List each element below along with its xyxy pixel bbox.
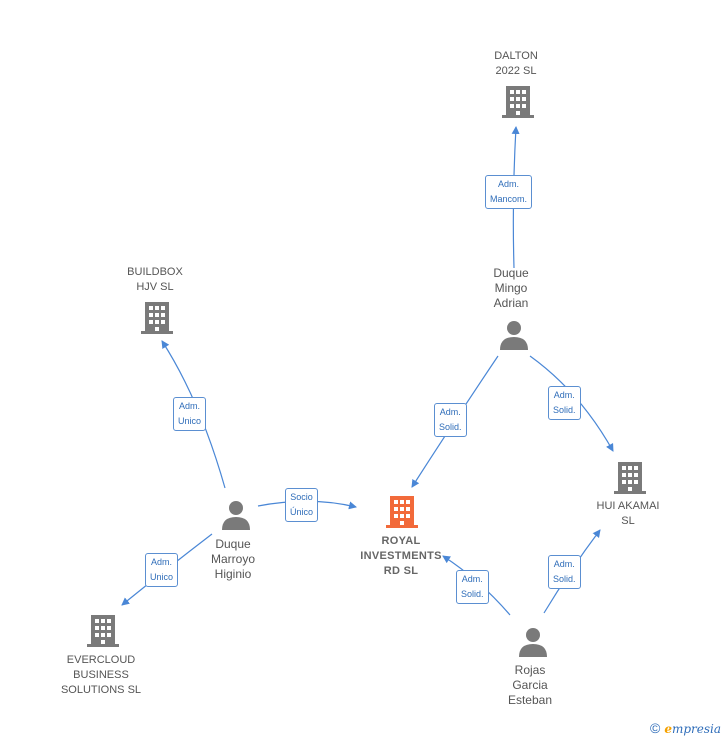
label-line: Duque bbox=[493, 266, 529, 280]
edge-label-mingo-hui[interactable]: Adm. Solid. bbox=[548, 386, 581, 420]
node-label-buildbox[interactable]: BUILDBOX HJV SL bbox=[85, 265, 225, 295]
edge-label-line: Adm. bbox=[151, 557, 173, 567]
node-label-rojas[interactable]: Rojas Garcia Esteban bbox=[460, 663, 600, 708]
building-icon-buildbox bbox=[141, 302, 173, 334]
edge-label-line: Adm. bbox=[553, 390, 575, 400]
edge-label-mingo-royal[interactable]: Adm. Solid. bbox=[434, 403, 467, 437]
node-label-royal[interactable]: ROYAL INVESTMENTS RD SL bbox=[331, 534, 471, 579]
label-line: DALTON bbox=[494, 50, 538, 62]
label-line: 2022 SL bbox=[495, 65, 537, 77]
label-line: Higinio bbox=[214, 567, 252, 581]
label-line: HUI AKAMAI bbox=[596, 500, 660, 512]
edge-label-line: Unico bbox=[178, 416, 202, 426]
edge-label-line: Mancom. bbox=[490, 194, 528, 204]
edge-label-marroyo-buildbox[interactable]: Adm. Unico bbox=[173, 397, 207, 431]
building-icon-dalton bbox=[502, 86, 534, 118]
person-icon-duque-mingo bbox=[500, 321, 528, 350]
building-icon-evercloud bbox=[87, 615, 119, 647]
edge-label-line: Adm. bbox=[498, 179, 520, 189]
building-icon-royal bbox=[386, 496, 418, 528]
brand-name: mpresia bbox=[671, 722, 722, 736]
edge-label-line: Solid. bbox=[553, 405, 576, 415]
label-line: Adrian bbox=[493, 296, 529, 310]
label-line: Rojas bbox=[514, 663, 546, 677]
node-label-hui[interactable]: HUI AKAMAI SL bbox=[558, 499, 698, 529]
edge-label-line: Adm. bbox=[179, 401, 201, 411]
label-line: INVESTMENTS bbox=[360, 550, 442, 562]
edge-label-marroyo-royal[interactable]: Socio Único bbox=[285, 488, 319, 522]
edge-label-marroyo-evercloud[interactable]: Adm. Unico bbox=[145, 553, 179, 587]
label-line: HJV SL bbox=[136, 281, 174, 293]
edge-label-line: Único bbox=[290, 507, 314, 517]
node-label-evercloud[interactable]: EVERCLOUD BUSINESS SOLUTIONS SL bbox=[31, 653, 171, 698]
brand-footer[interactable]: ©empresia bbox=[650, 720, 721, 736]
building-icon-hui bbox=[614, 462, 646, 494]
edge-label-line: Solid. bbox=[461, 589, 484, 599]
brand-logo-letter: e bbox=[664, 722, 672, 736]
edge-label-line: Solid. bbox=[439, 422, 462, 432]
node-label-dalton[interactable]: DALTON 2022 SL bbox=[446, 49, 586, 79]
label-line: Marroyo bbox=[210, 552, 255, 566]
edge-label-mingo-dalton[interactable]: Adm. Mancom. bbox=[485, 175, 533, 209]
edge-label-line: Socio bbox=[290, 492, 313, 502]
label-line: ROYAL bbox=[381, 535, 421, 547]
edge-label-line: Unico bbox=[150, 572, 174, 582]
label-line: RD SL bbox=[383, 565, 419, 577]
edge-label-rojas-hui[interactable]: Adm. Solid. bbox=[548, 555, 581, 589]
label-line: EVERCLOUD bbox=[66, 654, 136, 666]
label-line: SOLUTIONS SL bbox=[60, 684, 142, 696]
edge-label-line: Adm. bbox=[461, 574, 483, 584]
label-line: Garcia bbox=[512, 678, 548, 692]
label-line: BUSINESS bbox=[73, 669, 129, 681]
edge-label-rojas-royal[interactable]: Adm. Solid. bbox=[456, 570, 489, 604]
edge-label-line: Adm. bbox=[439, 407, 461, 417]
label-line: Duque bbox=[215, 537, 251, 551]
copyright-icon: © bbox=[650, 720, 661, 736]
label-line: Mingo bbox=[494, 281, 528, 295]
edge-label-line: Adm. bbox=[553, 559, 575, 569]
node-label-duque-marroyo[interactable]: Duque Marroyo Higinio bbox=[163, 537, 303, 582]
edge-label-line: Solid. bbox=[553, 574, 576, 584]
label-line: SL bbox=[621, 515, 635, 527]
label-line: Esteban bbox=[507, 693, 553, 707]
person-icon-rojas bbox=[519, 628, 547, 657]
node-label-duque-mingo[interactable]: Duque Mingo Adrian bbox=[441, 266, 581, 311]
person-icon-duque-marroyo bbox=[222, 501, 250, 530]
label-line: BUILDBOX bbox=[127, 266, 183, 278]
